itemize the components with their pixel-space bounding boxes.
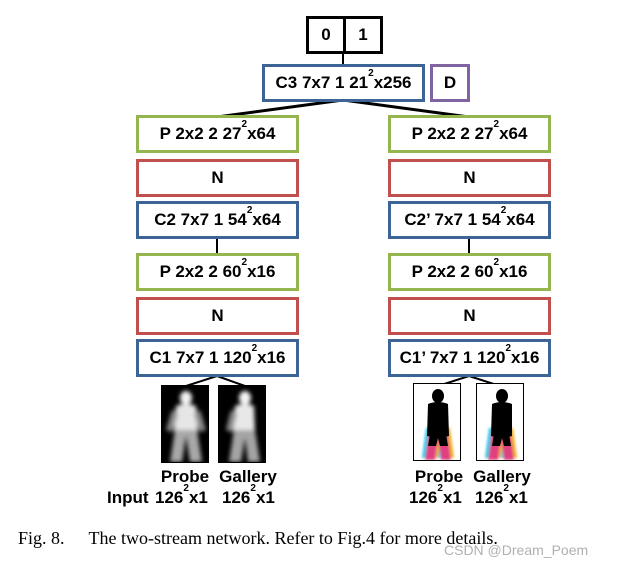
left-probe-connector [185,375,218,387]
right-probe-silhouette-image [413,383,461,461]
c3-conv-box: C3 7x7 1 212x256 [262,64,425,102]
left-norm1-box: N [136,297,299,335]
left-probe-silhouette-image [161,385,209,463]
distance-label: D [443,73,457,92]
c3-label: C3 7x7 1 212x256 [275,68,412,92]
right-pool1-box: P 2x2 2 602x16 [388,253,551,291]
left-pool2-box: P 2x2 2 272x64 [136,115,299,153]
left-probe-size-label: 1262x1 [155,483,208,507]
right-probe-label: Probe [414,467,464,486]
left-c2-conv-box: C2 7x7 1 542x64 [136,201,299,239]
left-gallery-silhouette-image [218,385,266,463]
output-zero-box: 0 [306,16,346,54]
left-gallery-size-label: 1262x1 [222,483,275,507]
right-norm2-box: N [388,159,551,197]
output-one-label: 1 [358,25,368,44]
figure-caption: Fig. 8. The two-stream network. Refer to … [18,528,498,549]
right-branch-connector [342,98,470,119]
right-gallery-label: Gallery [473,467,531,486]
right-gallery-silhouette-image [476,383,524,461]
left-pool1-box: P 2x2 2 602x16 [136,253,299,291]
output-zero-label: 0 [321,25,331,44]
left-c1-conv-box: C1 7x7 1 1202x16 [136,339,299,377]
distance-box: D [430,64,470,102]
left-gallery-connector [216,375,246,387]
left-probe-label: Probe [160,467,210,486]
figure-caption-text: The two-stream network. Refer to Fig.4 f… [88,528,498,548]
right-pool2-box: P 2x2 2 272x64 [388,115,551,153]
left-norm2-box: N [136,159,299,197]
right-probe-size-label: 1262x1 [409,483,462,507]
figure-number: Fig. 8. [18,528,65,548]
right-c2-conv-box: C2’ 7x7 1 542x64 [388,201,551,239]
right-gallery-size-label: 1262x1 [475,483,528,507]
output-one-box: 1 [343,16,383,54]
left-branch-connector [216,98,344,119]
watermark: CSDN @Dream_Poem [444,542,589,558]
left-gallery-label: Gallery [219,467,277,486]
right-norm1-box: N [388,297,551,335]
left-input-label: Input [107,488,149,507]
right-c1-conv-box: C1’ 7x7 1 1202x16 [388,339,551,377]
